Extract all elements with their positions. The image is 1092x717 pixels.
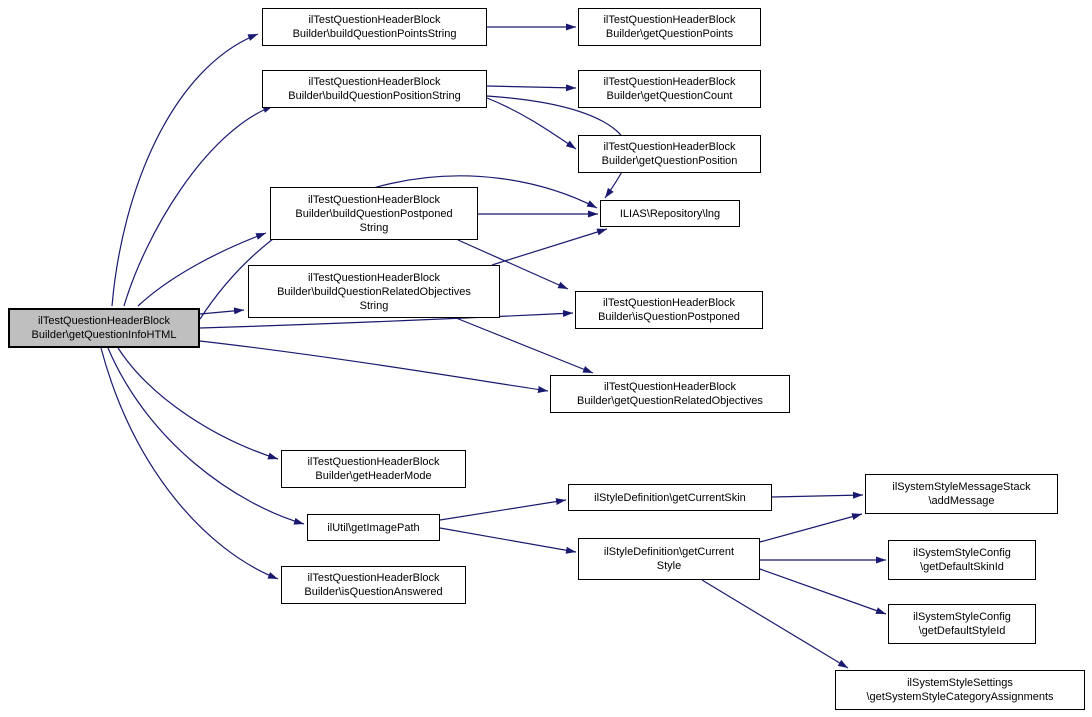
- edge-getQuestionInfoHTML-isQuestionPostponed: [199, 309, 574, 329]
- node-isQuestionAnswered[interactable]: ilTestQuestionHeaderBlock Builder\isQues…: [281, 566, 466, 604]
- edge-getQuestionInfoHTML-getImagePath: [107, 347, 305, 525]
- edge-buildQuestionRelatedObjectivesString-lng: [491, 228, 608, 266]
- node-buildQuestionPostponedString[interactable]: ilTestQuestionHeaderBlock Builder\buildQ…: [270, 187, 478, 240]
- edge-getCurrentStyle-getSystemStyleCategoryAssignments: [701, 579, 849, 669]
- node-getQuestionCount[interactable]: ilTestQuestionHeaderBlock Builder\getQue…: [578, 70, 761, 108]
- edge-getCurrentSkin-addMessage: [771, 491, 864, 499]
- node-getHeaderMode[interactable]: ilTestQuestionHeaderBlock Builder\getHea…: [281, 450, 466, 488]
- node-getQuestionRelatedObjectives[interactable]: ilTestQuestionHeaderBlock Builder\getQue…: [550, 375, 790, 413]
- node-addMessage[interactable]: ilSystemStyleMessageStack \addMessage: [865, 474, 1058, 514]
- edge-getQuestionInfoHTML-buildQuestionPositionString: [123, 105, 274, 307]
- edge-buildQuestionPositionString-getQuestionPosition: [486, 97, 577, 150]
- node-buildQuestionPositionString[interactable]: ilTestQuestionHeaderBlock Builder\buildQ…: [262, 70, 487, 108]
- node-lng[interactable]: ILIAS\Repository\lng: [600, 200, 740, 227]
- edge-getQuestionInfoHTML-lng: [199, 175, 598, 320]
- edge-getQuestionInfoHTML-getHeaderMode: [117, 347, 279, 460]
- edge-getQuestionInfoHTML-buildQuestionRelatedObjectivesString: [199, 307, 245, 315]
- node-buildQuestionPointsString[interactable]: ilTestQuestionHeaderBlock Builder\buildQ…: [262, 8, 487, 46]
- edge-getCurrentStyle-addMessage: [759, 513, 863, 543]
- node-getQuestionInfoHTML[interactable]: ilTestQuestionHeaderBlock Builder\getQue…: [8, 308, 200, 348]
- edge-getQuestionInfoHTML-buildQuestionPointsString: [111, 33, 259, 307]
- edge-getQuestionInfoHTML-isQuestionAnswered: [100, 347, 279, 580]
- edge-getImagePath-getCurrentSkin: [439, 498, 567, 521]
- edge-getImagePath-getCurrentStyle: [439, 527, 577, 554]
- node-getCurrentSkin[interactable]: ilStyleDefinition\getCurrentSkin: [568, 484, 772, 511]
- edge-buildQuestionPostponedString-isQuestionPostponed: [457, 239, 569, 290]
- edge-buildQuestionRelatedObjectivesString-getQuestionRelatedObjectives: [455, 317, 594, 374]
- edge-getQuestionInfoHTML-getQuestionRelatedObjectives: [199, 340, 549, 393]
- node-buildQuestionRelatedObjectivesString[interactable]: ilTestQuestionHeaderBlock Builder\buildQ…: [248, 265, 500, 318]
- edge-getCurrentStyle-getDefaultStyleId: [759, 568, 887, 615]
- edge-getQuestionInfoHTML-buildQuestionPostponedString: [137, 232, 267, 307]
- node-getSystemStyleCategoryAssignments[interactable]: ilSystemStyleSettings \getSystemStyleCat…: [835, 670, 1085, 710]
- node-getImagePath[interactable]: ilUtil\getImagePath: [307, 514, 440, 541]
- node-getDefaultSkinId[interactable]: ilSystemStyleConfig \getDefaultSkinId: [888, 540, 1036, 580]
- node-getQuestionPoints[interactable]: ilTestQuestionHeaderBlock Builder\getQue…: [578, 8, 761, 46]
- edge-buildQuestionPositionString-getQuestionCount: [486, 84, 577, 92]
- node-getCurrentStyle[interactable]: ilStyleDefinition\getCurrent Style: [578, 538, 760, 580]
- node-isQuestionPostponed[interactable]: ilTestQuestionHeaderBlock Builder\isQues…: [575, 291, 763, 329]
- node-getQuestionPosition[interactable]: ilTestQuestionHeaderBlock Builder\getQue…: [578, 135, 761, 173]
- node-getDefaultStyleId[interactable]: ilSystemStyleConfig \getDefaultStyleId: [888, 604, 1036, 644]
